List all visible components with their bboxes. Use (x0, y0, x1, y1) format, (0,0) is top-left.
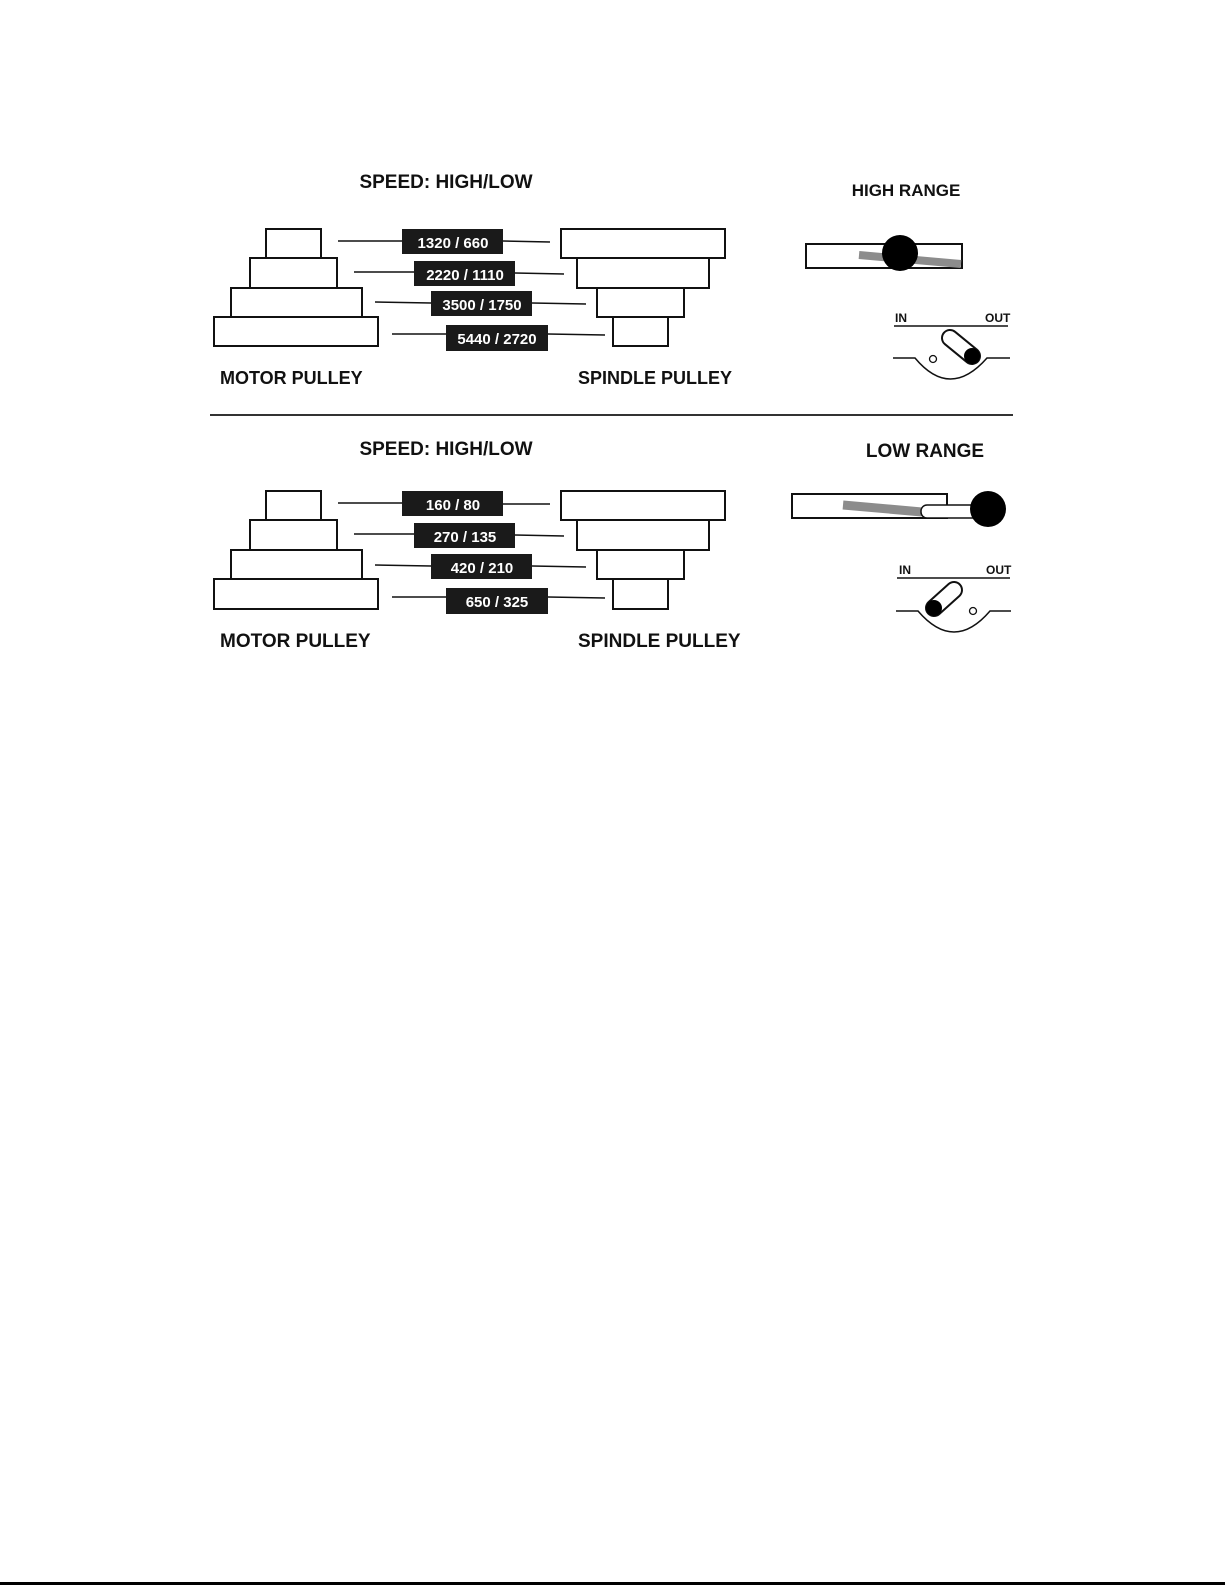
speed-labels: 160 / 80 270 / 135 420 / 210 650 / 325 (402, 491, 548, 614)
motor-pulley (214, 491, 378, 609)
out-label: OUT (985, 311, 1011, 325)
connector-line (375, 565, 431, 566)
spindle-pulley-step (561, 229, 725, 258)
speed-title: SPEED: HIGH/LOW (359, 172, 532, 193)
spindle-pulley-step (577, 258, 709, 288)
speed-title: SPEED: HIGH/LOW (359, 439, 532, 460)
selector-bowl (893, 358, 1010, 379)
connector-line (548, 597, 605, 598)
spindle-pulley (561, 491, 725, 609)
spindle-pulley (561, 229, 725, 346)
motor-pulley (214, 229, 378, 346)
motor-pulley-step (231, 288, 362, 317)
connector-line (532, 566, 586, 567)
motor-pulley-label: MOTOR PULLEY (220, 631, 371, 652)
selector-pin-out (964, 348, 980, 364)
range-title: HIGH RANGE (852, 181, 961, 200)
motor-pulley-step (250, 520, 337, 550)
connector-line (532, 303, 586, 304)
motor-pulley-step (250, 258, 337, 288)
speed-label: 1320 / 660 (418, 235, 489, 252)
speed-label: 5440 / 2720 (457, 331, 536, 348)
speed-labels: 1320 / 660 2220 / 1110 3500 / 1750 5440 … (402, 229, 548, 351)
spindle-pulley-step (613, 317, 668, 346)
lever-knob (970, 491, 1006, 527)
out-label: OUT (986, 563, 1012, 577)
spindle-pulley-step (577, 520, 709, 550)
connector-line (548, 334, 605, 335)
speed-label: 160 / 80 (426, 497, 480, 514)
motor-pulley-step (266, 229, 321, 258)
spindle-pulley-label: SPINDLE PULLEY (578, 631, 741, 652)
in-out-selector: IN OUT (893, 311, 1011, 379)
selector-pin-in (926, 600, 942, 616)
connector-line (375, 302, 431, 303)
range-title: LOW RANGE (866, 441, 984, 462)
selector-pin-out (970, 608, 977, 615)
connector-line (503, 241, 550, 242)
range-lever (806, 235, 962, 271)
connector-line (515, 273, 564, 274)
range-lever (792, 491, 1006, 527)
spindle-pulley-step (613, 579, 668, 609)
in-label: IN (899, 563, 911, 577)
motor-pulley-label: MOTOR PULLEY (220, 368, 363, 388)
spindle-pulley-step (561, 491, 725, 520)
motor-pulley-step (214, 317, 378, 346)
selector-pin-in (930, 356, 937, 363)
spindle-pulley-step (597, 550, 684, 579)
speed-label: 270 / 135 (434, 529, 497, 546)
speed-label: 2220 / 1110 (426, 267, 504, 284)
connector-line (515, 535, 564, 536)
speed-label: 650 / 325 (466, 594, 529, 611)
high-range-section: SPEED: HIGH/LOW HIGH RANGE (214, 172, 1011, 388)
speed-label: 3500 / 1750 (442, 297, 521, 314)
in-out-selector: IN OUT (896, 563, 1012, 632)
lever-knob (882, 235, 918, 271)
motor-pulley-step (231, 550, 362, 579)
in-label: IN (895, 311, 907, 325)
spindle-pulley-step (597, 288, 684, 317)
motor-pulley-step (214, 579, 378, 609)
speed-label: 420 / 210 (451, 560, 514, 577)
low-range-section: SPEED: HIGH/LOW LOW RANGE 160 / (214, 439, 1012, 652)
motor-pulley-step (266, 491, 321, 520)
spindle-pulley-label: SPINDLE PULLEY (578, 368, 732, 388)
selector-bowl (896, 611, 1011, 632)
